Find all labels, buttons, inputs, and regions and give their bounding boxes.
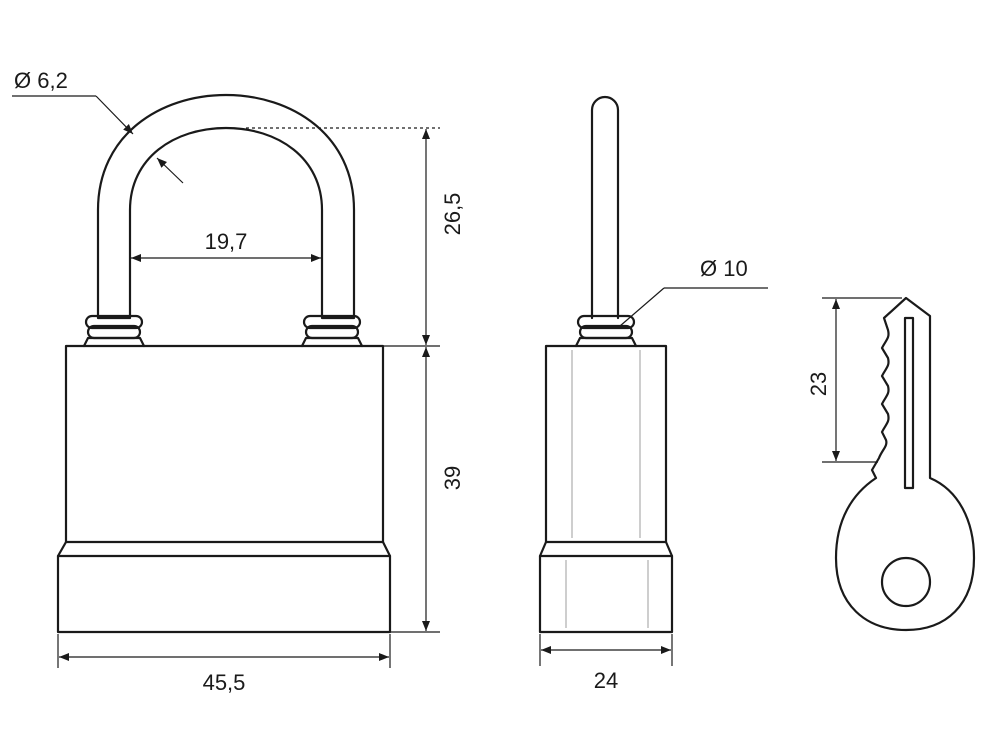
lock-body-base xyxy=(56,540,392,634)
shackle xyxy=(96,93,356,320)
shackle-diameter-label: Ø 6,2 xyxy=(14,68,68,93)
lock-body xyxy=(64,344,385,544)
dim-body-width: 45,5 xyxy=(57,634,391,695)
body-width-label: 45,5 xyxy=(203,670,246,695)
dim-body-height: 39 xyxy=(390,347,465,633)
side-shackle xyxy=(590,95,620,320)
side-body-base xyxy=(538,540,674,634)
key-groove xyxy=(903,316,915,490)
key-hole xyxy=(880,556,932,608)
key-outline xyxy=(834,296,976,632)
shackle-inner-width-label: 19,7 xyxy=(205,229,248,254)
dim-side-shackle-diameter: Ø 10 xyxy=(619,256,768,327)
dim-shackle-inner-width: 19,7 xyxy=(131,229,321,262)
side-body xyxy=(544,344,668,544)
body-height-label: 39 xyxy=(440,466,465,490)
dim-key-blade: 23 xyxy=(806,297,902,463)
side-view xyxy=(538,95,674,634)
right-collar xyxy=(300,314,364,348)
side-collar xyxy=(574,314,638,348)
side-shackle-diameter-label: Ø 10 xyxy=(700,256,748,281)
front-view xyxy=(56,93,392,634)
shackle-clearance-label: 26,5 xyxy=(440,193,465,236)
key-blade-length-label: 23 xyxy=(806,372,831,396)
left-collar xyxy=(82,314,146,348)
key xyxy=(834,296,976,632)
body-depth-label: 24 xyxy=(594,668,618,693)
dim-body-depth: 24 xyxy=(539,634,673,693)
dim-shackle-diameter: Ø 6,2 xyxy=(12,68,184,184)
dim-shackle-clearance: 26,5 xyxy=(246,127,465,347)
